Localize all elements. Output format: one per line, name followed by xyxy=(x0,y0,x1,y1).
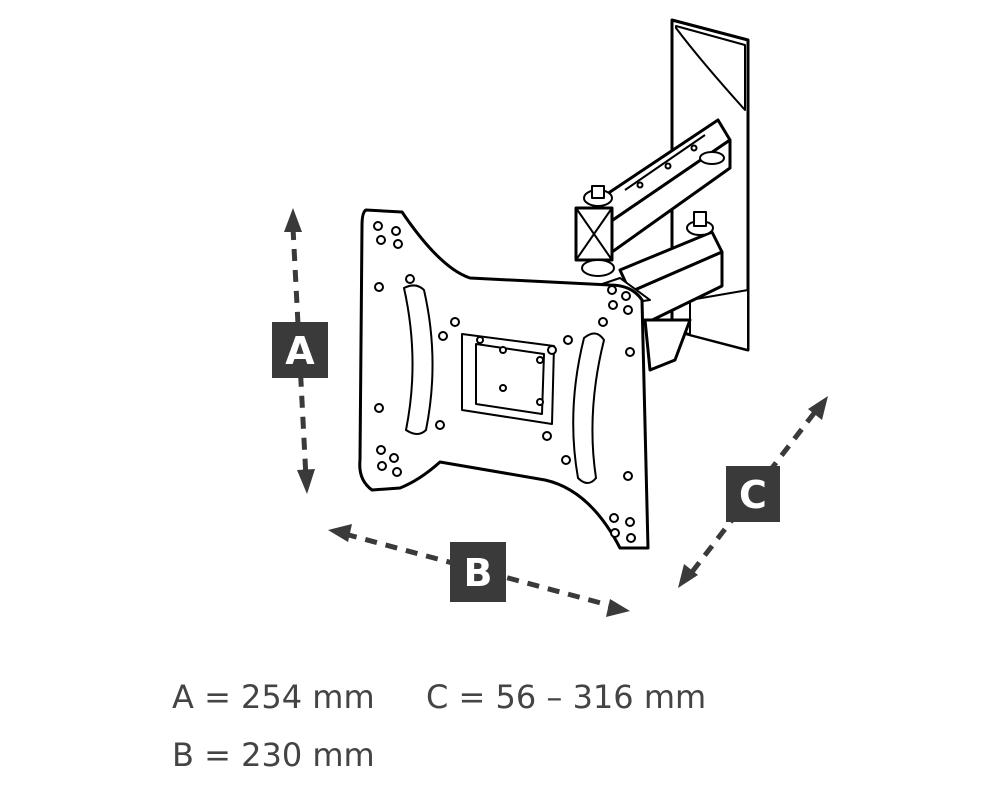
arm-joint-upper xyxy=(574,185,615,277)
legend-row-1: A = 254 mm C = 56 – 316 mm xyxy=(172,668,792,726)
upper-arm xyxy=(596,118,732,254)
dimension-c-label: C xyxy=(739,473,767,517)
legend-dimension-a: A = 254 mm xyxy=(172,678,375,716)
legend-dimension-c: C = 56 – 316 mm xyxy=(426,678,707,716)
dimension-c: C xyxy=(678,396,828,588)
tv-mounting-plate xyxy=(358,208,650,550)
dimension-b: B xyxy=(328,524,630,617)
legend-row-2: B = 230 mm xyxy=(172,726,792,784)
dimension-b-label: B xyxy=(464,551,493,595)
legend-dimension-b: B = 230 mm xyxy=(172,736,375,774)
dimension-legend: A = 254 mm C = 56 – 316 mm B = 230 mm xyxy=(172,668,792,784)
dimension-a: A xyxy=(272,208,328,494)
dimension-a-label: A xyxy=(285,329,315,373)
